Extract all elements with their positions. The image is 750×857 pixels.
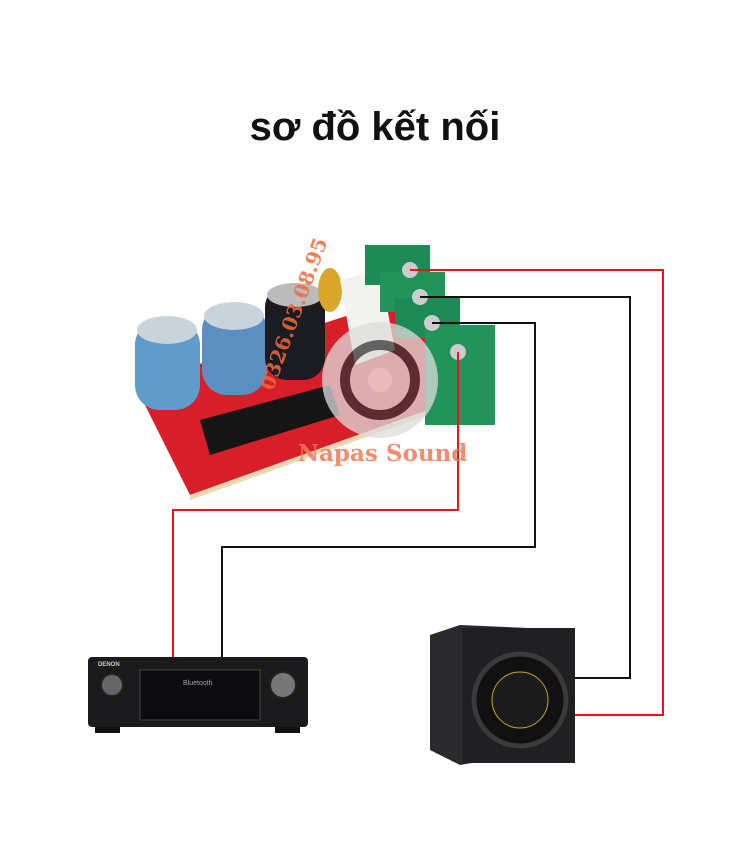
watermark-brand: Napas Sound	[298, 440, 468, 467]
wire-input-negative	[221, 322, 536, 658]
wire-tweeter-positive	[410, 269, 664, 716]
receiver-brand: DENON	[98, 662, 120, 668]
subwoofer-speaker	[430, 625, 575, 765]
watermark-logo	[322, 322, 438, 438]
av-receiver	[88, 657, 308, 733]
receiver-display: Bluetooth	[183, 680, 213, 687]
wire-input-positive	[172, 352, 459, 658]
diagram-title: sơ đồ kết nối	[249, 105, 501, 149]
